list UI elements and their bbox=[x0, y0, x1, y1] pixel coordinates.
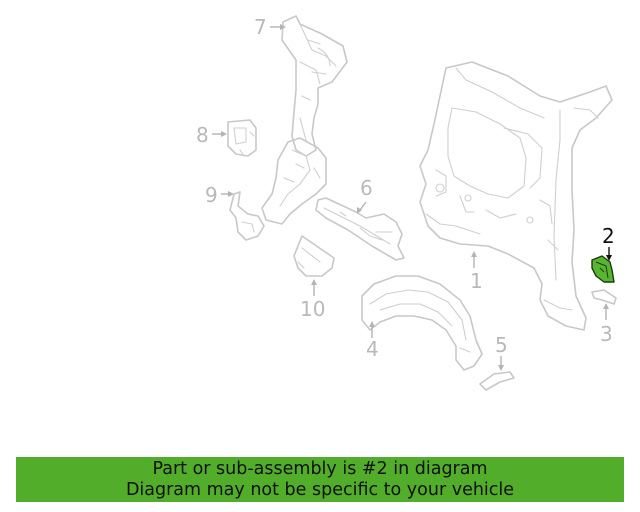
leader-arrows bbox=[212, 24, 612, 371]
part-8-bracket[interactable] bbox=[227, 119, 257, 157]
part-1-inner-quarter-panel[interactable] bbox=[419, 61, 613, 331]
part-2-highlighted-bracket[interactable] bbox=[591, 255, 615, 283]
leader-6 bbox=[359, 201, 367, 211]
part-5-strip[interactable] bbox=[479, 371, 515, 391]
callout-7: 7 bbox=[254, 15, 267, 39]
part-6-rail[interactable] bbox=[315, 197, 405, 261]
callout-3: 3 bbox=[600, 322, 613, 346]
callout-1: 1 bbox=[470, 269, 483, 293]
part-3-bracket[interactable] bbox=[591, 289, 617, 305]
part-lower-pillar-assembly[interactable] bbox=[261, 137, 327, 225]
part-7-upper-pillar[interactable] bbox=[281, 15, 348, 157]
banner-line-2: Diagram may not be specific to your vehi… bbox=[125, 480, 515, 500]
callout-labels: 1 2 3 4 5 6 7 8 9 10 bbox=[196, 15, 615, 361]
callout-5: 5 bbox=[495, 333, 508, 357]
callout-4: 4 bbox=[366, 337, 379, 361]
banner-line-1: Part or sub-assembly is #2 in diagram bbox=[152, 459, 488, 479]
part-10-bracket[interactable] bbox=[293, 235, 335, 277]
callout-6: 6 bbox=[360, 176, 373, 200]
part-9-clip[interactable] bbox=[229, 191, 265, 241]
callout-8: 8 bbox=[196, 123, 209, 147]
callout-2: 2 bbox=[602, 224, 615, 248]
info-banner: Part or sub-assembly is #2 in diagram Di… bbox=[16, 457, 624, 502]
callout-9: 9 bbox=[205, 183, 218, 207]
callout-10: 10 bbox=[300, 297, 325, 321]
part-4-wheelhouse[interactable] bbox=[361, 275, 483, 371]
